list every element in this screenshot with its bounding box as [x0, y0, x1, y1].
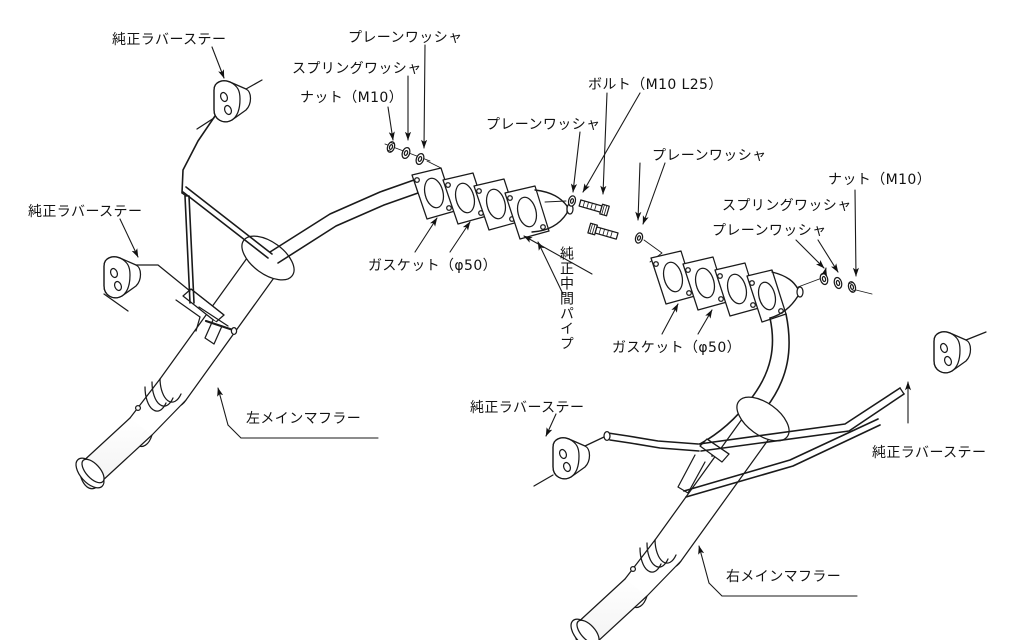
rubber-stay-bottom-left-part: [533, 436, 605, 487]
left-flange-stack: [411, 167, 574, 240]
leader-plain-washer-right-b: [642, 162, 666, 225]
leader-nut-m10-right: [852, 189, 859, 277]
left-muffler-body: [75, 235, 295, 490]
rubber-stay-left-part: [103, 256, 191, 312]
leader-spring-washer-right: [821, 267, 827, 277]
label-plain-washer-right: プレーンワッシャ: [652, 148, 767, 164]
leader-gasket-left-2: [449, 221, 471, 253]
left-washer-cluster: [384, 141, 442, 169]
leader-gasket-right-2: [697, 309, 713, 335]
right-muffler-body: [570, 396, 790, 640]
label-rubber-stay-left: 純正ラバーステー: [28, 204, 143, 220]
leader-nut-m10-top: [387, 106, 395, 141]
label-plain-washer-right-2: プレーンワッシャ: [712, 223, 827, 239]
label-rubber-stay-bottom-left: 純正ラバーステー: [470, 400, 585, 416]
leader-main-muffler-right: [698, 545, 710, 584]
leader-gasket-left-1: [414, 217, 438, 253]
leader-main-muffler-left: [217, 387, 229, 426]
label-main-muffler-left: 左メインマフラー: [246, 411, 362, 427]
bolt-assembly-left: [544, 195, 610, 217]
leader-rubber-stay-bottom-left: [545, 413, 557, 437]
label-main-muffler-right: 右メインマフラー: [726, 569, 842, 585]
right-hanger-wires: [603, 387, 905, 498]
leader-plain-washer-right: [635, 162, 642, 221]
right-washer-cluster: [797, 272, 873, 295]
rubber-stay-top-left-part: [196, 79, 263, 130]
left-center-pipe: [269, 179, 419, 264]
shelf-main-muffler-right: [708, 582, 858, 597]
leader-bolt-2: [582, 92, 641, 193]
leader-plain-washer-top: [421, 44, 428, 149]
label-spring-washer-right: スプリングワッシャ: [722, 198, 852, 214]
label-gasket-right: ガスケット（φ50）: [612, 340, 742, 356]
label-gasket-left: ガスケット（φ50）: [368, 258, 498, 274]
leader-plain-washer-mid: [570, 131, 581, 193]
leader-center-pipe: [523, 235, 593, 275]
label-plain-washer-mid: プレーンワッシャ: [486, 117, 601, 133]
shelf-main-muffler-left: [227, 424, 379, 439]
left-hanger-wire-upper: [181, 115, 273, 304]
leader-rubber-stay-top-left: [211, 46, 225, 79]
leader-bolt-1: [600, 92, 608, 195]
label-spring-washer-top: スプリングワッシャ: [292, 61, 422, 77]
label-rubber-stay-bottom-right: 純正ラバーステー: [872, 445, 987, 461]
leader-gasket-right-1: [661, 303, 679, 335]
label-rubber-stay-top-left: 純正ラバーステー: [112, 32, 227, 48]
label-bolt-m10-l25: ボルト（M10 L25）: [588, 77, 723, 93]
right-flange-stack: [650, 250, 804, 323]
leader-plain-washer-right-arrow: [817, 239, 839, 273]
label-center-pipe: 純正中間パイプ: [558, 246, 574, 351]
label-nut-m10-top: ナット（M10）: [300, 90, 404, 106]
label-nut-m10-right: ナット（M10）: [828, 172, 932, 188]
rubber-stay-bottom-right-part: [933, 331, 987, 374]
leader-rubber-stay-left: [119, 218, 139, 258]
bolt-assembly-right: [587, 222, 663, 263]
leader-spring-washer-right-arrow: [795, 239, 825, 269]
leader-gasket-right-pipe: [537, 241, 564, 295]
label-plain-washer-top: プレーンワッシャ: [348, 30, 463, 46]
